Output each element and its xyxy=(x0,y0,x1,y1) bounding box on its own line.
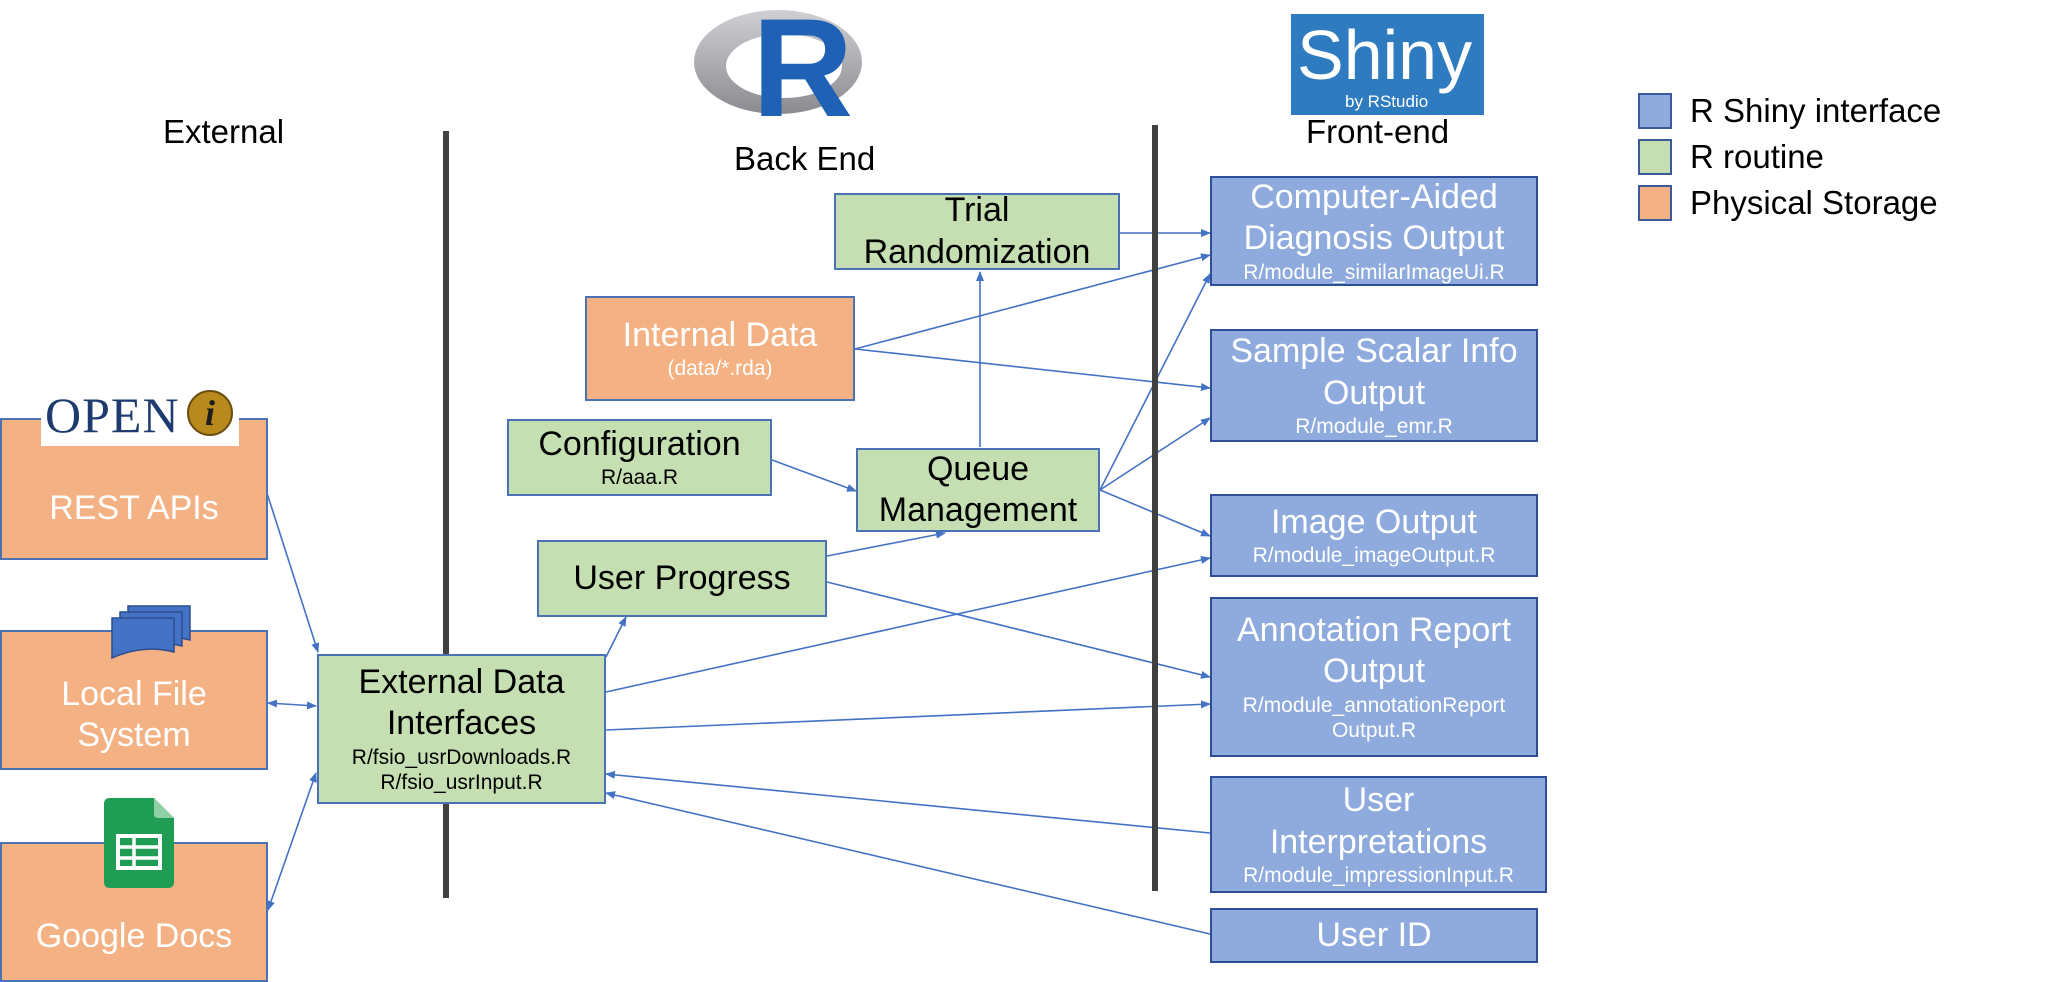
annotation-report-path1: R/module_annotationReport xyxy=(1242,693,1506,717)
arrow-progress-to-queue xyxy=(826,530,946,557)
arrow-config-to-queue xyxy=(771,459,857,492)
shiny-logo-subtitle: by RStudio xyxy=(1345,92,1429,111)
shiny-logo-title: Shiny xyxy=(1297,16,1473,94)
arrow-rest-to-edi xyxy=(265,489,320,653)
legend-label: R Shiny interface xyxy=(1690,92,1942,129)
user-interpretations-line2: Interpretations xyxy=(1269,822,1488,861)
divider-backend-frontend xyxy=(1152,125,1158,891)
image-output-title: Image Output xyxy=(1270,502,1477,541)
image-output-path: R/module_imageOutput.R xyxy=(1252,544,1496,568)
external-data-interfaces-box: External Data Interfaces R/fsio_usrDownl… xyxy=(317,654,606,804)
user-interpretations-box: User Interpretations R/module_impression… xyxy=(1210,776,1547,893)
local-file-system-line1: Local File xyxy=(61,674,207,713)
configuration-box: Configuration R/aaa.R xyxy=(507,419,772,496)
column-label-external: External xyxy=(163,113,285,150)
openi-logo-text: OPEN xyxy=(45,387,180,443)
legend-item-physical-storage: Physical Storage xyxy=(1638,184,1938,222)
trial-randomization-line2: Randomization xyxy=(863,232,1091,271)
arrow-internal-to-cad xyxy=(854,253,1211,350)
configuration-path: R/aaa.R xyxy=(600,466,679,490)
openi-logo: OPEN i xyxy=(41,384,239,446)
annotation-report-line1: Annotation Report xyxy=(1236,610,1512,649)
trial-randomization-box: Trial Randomization xyxy=(834,191,1120,271)
sample-scalar-info-path: R/module_emr.R xyxy=(1295,415,1453,439)
external-data-interfaces-line2: Interfaces xyxy=(386,704,537,743)
internal-data-title: Internal Data xyxy=(622,315,818,354)
shiny-logo: Shiny by RStudio xyxy=(1291,14,1484,115)
user-interpretations-path: R/module_impressionInput.R xyxy=(1243,864,1514,888)
external-data-interfaces-line1: External Data xyxy=(358,662,565,701)
legend-swatch-green xyxy=(1638,139,1672,175)
local-file-system-box: Local File System xyxy=(0,630,268,770)
cad-output-line2: Diagnosis Output xyxy=(1243,219,1505,258)
r-logo-letter: R xyxy=(752,0,854,146)
r-logo: R xyxy=(688,0,868,146)
arrow-internal-to-scalar xyxy=(854,348,1211,391)
divider-external-backend xyxy=(443,131,449,898)
trial-randomization-line1: Trial xyxy=(944,191,1010,230)
arrow-interp-to-edi xyxy=(605,770,1211,834)
column-label-frontend: Front-end xyxy=(1306,113,1450,150)
sample-scalar-info-line2: Output xyxy=(1322,373,1426,412)
annotation-report-path2: Output.R xyxy=(1331,719,1417,743)
google-sheets-icon xyxy=(104,798,174,888)
queue-management-box: Queue Management xyxy=(856,448,1100,532)
arrow-google-edi xyxy=(267,772,317,911)
legend-swatch-orange xyxy=(1638,185,1672,221)
rest-apis-label: REST APIs xyxy=(49,489,219,528)
arrow-progress-to-annot xyxy=(826,581,1211,679)
configuration-title: Configuration xyxy=(538,424,741,463)
external-data-interfaces-path2: R/fsio_usrInput.R xyxy=(380,771,543,795)
legend-label: Physical Storage xyxy=(1690,184,1938,221)
legend-label: R routine xyxy=(1690,138,1824,175)
arrow-local-edi xyxy=(267,699,317,710)
column-label-backend: Back End xyxy=(734,140,876,177)
user-id-box: User ID xyxy=(1210,908,1538,963)
cad-output-path: R/module_similarImageUi.R xyxy=(1243,260,1505,284)
user-progress-box: User Progress xyxy=(537,540,827,617)
external-data-interfaces-path1: R/fsio_usrDownloads.R xyxy=(351,745,572,769)
user-progress-title: User Progress xyxy=(573,558,791,597)
arrow-edi-to-annot xyxy=(605,700,1211,731)
arrow-userid-to-edi xyxy=(605,791,1211,935)
cad-output-line1: Computer-Aided xyxy=(1250,177,1498,216)
internal-data-path: (data/*.rda) xyxy=(667,357,773,381)
openi-logo-i: i xyxy=(204,393,215,433)
openi-logo-i-icon: i xyxy=(187,390,233,436)
queue-management-line1: Queue xyxy=(926,449,1030,488)
sample-scalar-info-line1: Sample Scalar Info xyxy=(1230,332,1518,371)
queue-management-line2: Management xyxy=(878,491,1078,529)
legend-swatch-blue xyxy=(1638,93,1672,129)
image-output-box: Image Output R/module_imageOutput.R xyxy=(1210,494,1538,577)
cad-output-box: Computer-Aided Diagnosis Output R/module… xyxy=(1210,176,1538,286)
r-logo-ring-icon xyxy=(694,10,862,114)
annotation-report-box: Annotation Report Output R/module_annota… xyxy=(1210,597,1538,757)
arrow-edi-to-progress xyxy=(605,616,627,658)
user-interpretations-line1: User xyxy=(1342,781,1415,820)
legend-item-r-routine: R routine xyxy=(1638,138,1824,176)
arrow-edi-to-image xyxy=(605,556,1211,693)
local-file-system-line2: System xyxy=(77,716,191,754)
user-id-title: User ID xyxy=(1316,915,1432,954)
legend-item-shiny-interface: R Shiny interface xyxy=(1638,92,1941,130)
internal-data-box: Internal Data (data/*.rda) xyxy=(585,296,855,401)
annotation-report-line2: Output xyxy=(1322,652,1426,691)
files-icon xyxy=(111,605,191,660)
sample-scalar-info-box: Sample Scalar Info Output R/module_emr.R xyxy=(1210,329,1538,442)
google-docs-label: Google Docs xyxy=(35,917,233,956)
